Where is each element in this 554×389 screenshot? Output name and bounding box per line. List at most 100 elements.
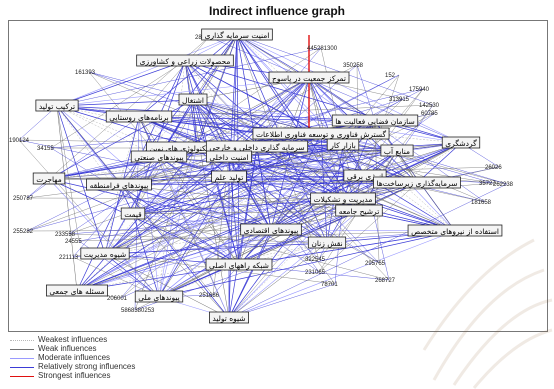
number-label: 233558 bbox=[55, 232, 76, 238]
influence-edge bbox=[26, 197, 344, 200]
legend-label: Strongest influences bbox=[38, 371, 111, 380]
influence-edge bbox=[104, 142, 462, 255]
graph-node: سرمایه‌گذاری زیرساخت‌ها bbox=[373, 176, 461, 189]
node-label: گردشگری bbox=[445, 139, 477, 148]
graph-node: پیوندهای صنعتی bbox=[130, 150, 188, 163]
influence-edge bbox=[228, 183, 508, 319]
influence-edge bbox=[228, 176, 320, 260]
influence-edge bbox=[56, 60, 186, 107]
node-box bbox=[206, 150, 252, 163]
node-label: مهاجرت bbox=[36, 175, 62, 184]
influence-edge bbox=[26, 116, 140, 199]
influence-edge bbox=[104, 99, 194, 255]
influence-edge bbox=[48, 176, 230, 180]
influence-graph: 2840354452813003502581613931521759403139… bbox=[9, 28, 514, 324]
node-label: تولید علم bbox=[215, 173, 244, 182]
influence-edge bbox=[158, 156, 366, 177]
number-label: 206001 bbox=[107, 296, 128, 302]
influence-edge bbox=[48, 178, 240, 266]
number-label: 5868380253 bbox=[121, 308, 155, 314]
node-label: شیوه مدیریت bbox=[84, 250, 126, 259]
node-label: مدیریت و تشکیلات bbox=[314, 195, 373, 204]
influence-edge bbox=[120, 77, 310, 299]
graph-node: قیمت bbox=[120, 207, 146, 220]
node-label: ترشیح جامعه bbox=[339, 207, 380, 216]
node-label: پیوندهای فرامنطقه bbox=[90, 181, 149, 190]
node-box bbox=[373, 176, 461, 189]
influence-edge bbox=[88, 71, 418, 184]
influence-edge bbox=[26, 229, 272, 232]
influence-edge bbox=[228, 175, 366, 178]
legend-label: Weak influences bbox=[38, 344, 97, 353]
number-label: 78701 bbox=[321, 282, 338, 288]
influence-edge bbox=[76, 198, 344, 292]
node-label: تمرکز جمعیت در یاسوج bbox=[272, 74, 346, 83]
node-box bbox=[211, 170, 247, 183]
influence-edge bbox=[48, 178, 160, 298]
node-box bbox=[205, 258, 273, 271]
influence-edge bbox=[104, 184, 120, 255]
influence-edge bbox=[48, 88, 424, 180]
influence-edge bbox=[56, 105, 230, 178]
influence-edge bbox=[76, 112, 436, 292]
graph-node: مسئله های جمعی bbox=[45, 284, 109, 297]
influence-edge bbox=[158, 198, 344, 298]
graph-node: شبکه راههای اصلی bbox=[205, 258, 273, 271]
node-box bbox=[307, 236, 347, 249]
node-label: سرمایه گذاری داخلی و خارجی bbox=[209, 143, 304, 152]
node-label: انرژی برقی bbox=[347, 172, 383, 181]
graph-node: محصولات زراعی و کشاورزی bbox=[136, 54, 234, 67]
influence-edge bbox=[76, 242, 328, 292]
number-label: 251686 bbox=[199, 293, 220, 299]
influence-edge bbox=[228, 198, 344, 319]
influence-edge bbox=[104, 253, 230, 319]
graph-node: امنیت سرمایه گذاری bbox=[201, 28, 273, 41]
legend-line bbox=[10, 340, 34, 341]
number-label: 142530 bbox=[419, 103, 440, 109]
influence-edge bbox=[56, 77, 310, 107]
influence-edge bbox=[48, 166, 500, 180]
node-label: مسئله های جمعی bbox=[49, 287, 104, 296]
influence-edge bbox=[158, 156, 240, 266]
influence-edge bbox=[158, 156, 320, 273]
graph-node: سرمایه گذاری داخلی و خارجی bbox=[205, 140, 309, 153]
influence-edge bbox=[192, 99, 320, 273]
influence-edge bbox=[132, 213, 240, 266]
influence-edge bbox=[26, 156, 230, 232]
influence-edge bbox=[228, 142, 462, 178]
graph-node: پیوندهای ملی bbox=[134, 290, 184, 303]
influence-edge bbox=[308, 77, 376, 122]
legend-line bbox=[10, 358, 34, 359]
influence-edge bbox=[396, 150, 508, 185]
number-label: 313915 bbox=[389, 97, 410, 103]
node-box bbox=[201, 28, 273, 41]
node-box bbox=[35, 99, 79, 112]
number-label: 445281300 bbox=[307, 46, 338, 52]
influence-edge bbox=[48, 150, 398, 180]
node-box bbox=[240, 223, 302, 236]
influence-edge bbox=[320, 133, 456, 232]
influence-edge bbox=[118, 116, 140, 186]
node-label: منابع آب bbox=[384, 146, 410, 156]
node-label: قیمت bbox=[124, 210, 142, 219]
number-label: 34155 bbox=[37, 146, 54, 152]
influence-edge bbox=[238, 210, 360, 266]
legend-label: Weakest influences bbox=[38, 335, 108, 344]
node-box bbox=[380, 144, 414, 157]
number-label: 181658 bbox=[471, 200, 492, 206]
node-box bbox=[120, 207, 146, 220]
influence-edge bbox=[104, 156, 230, 255]
influence-edge bbox=[132, 198, 344, 215]
number-label: 295765 bbox=[365, 261, 386, 267]
influence-edge bbox=[56, 47, 322, 107]
node-box bbox=[80, 247, 130, 260]
node-label: برنامه‌های روستایی bbox=[109, 113, 169, 122]
influence-edge bbox=[56, 99, 194, 107]
influence-edge bbox=[228, 210, 360, 319]
influence-edge bbox=[138, 116, 160, 298]
influence-edge bbox=[72, 256, 160, 298]
graph-nodes: امنیت سرمایه گذاری محصولات زراعی و کشاورز… bbox=[32, 28, 503, 324]
node-label: پیوندهای ملی bbox=[138, 293, 180, 302]
node-box bbox=[343, 169, 387, 182]
influence-edge bbox=[138, 116, 272, 231]
